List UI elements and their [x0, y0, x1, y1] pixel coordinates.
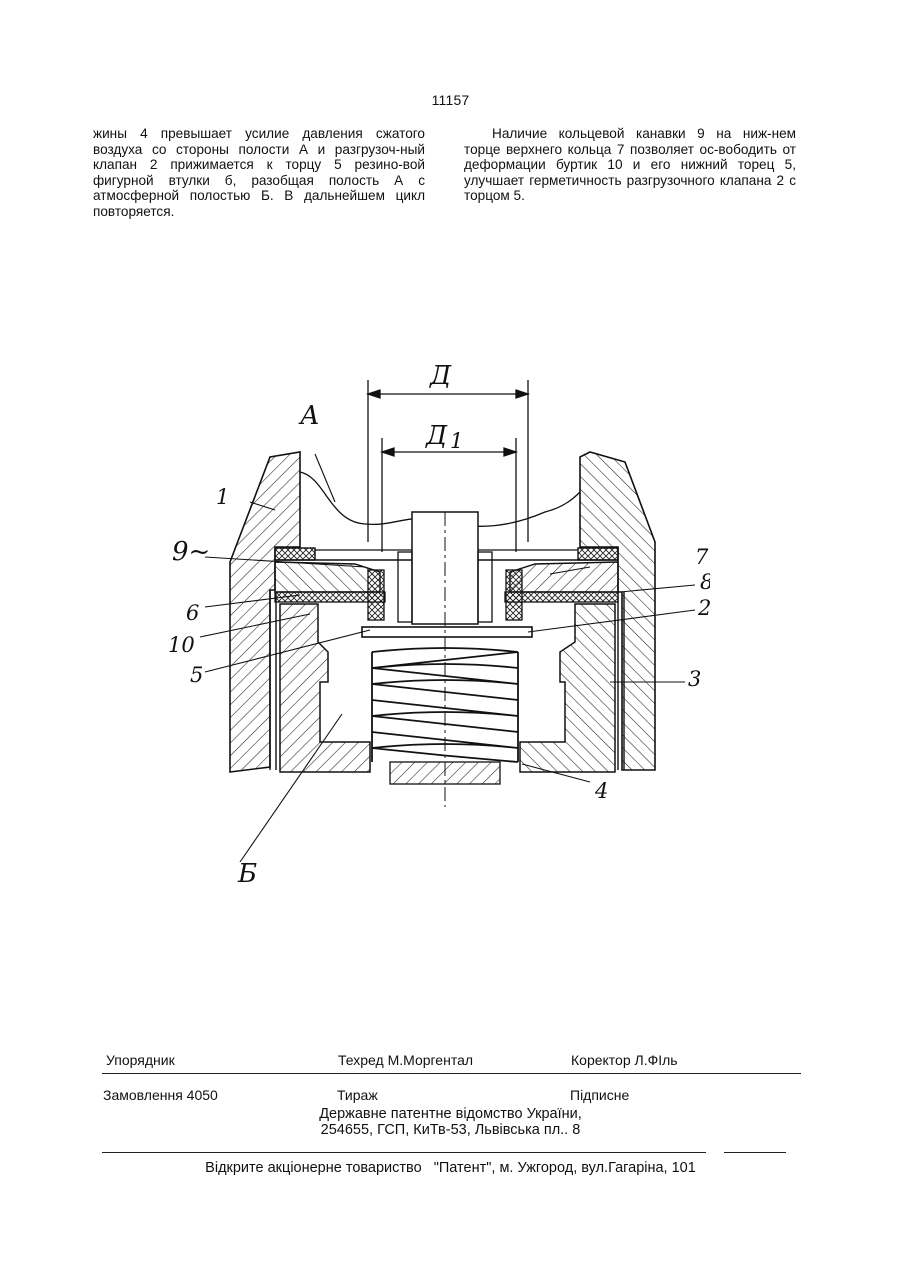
- office-line-2: 254655, ГСП, КиТв-53, Львівська пл.. 8: [0, 1122, 901, 1138]
- imprint-techred: Техред М.Моргентал: [338, 1052, 473, 1068]
- label-d1-subscript: 1: [450, 429, 463, 453]
- label-part-6: 6: [186, 601, 199, 625]
- imprint-subscription: Підписне: [570, 1087, 629, 1103]
- text-column-left: жины 4 превышает усилие давления сжатого…: [93, 126, 425, 220]
- ring-top-right: [578, 548, 618, 560]
- label-part-7: 7: [695, 545, 709, 569]
- technical-drawing: Д Д 1: [150, 352, 710, 892]
- valve-cross-section: Д Д 1: [150, 352, 710, 892]
- imprint-compiler: Упорядник: [106, 1052, 175, 1068]
- paragraph-left: жины 4 превышает усилие давления сжатого…: [93, 126, 425, 220]
- rule-bottom-right: [724, 1152, 786, 1153]
- label-cavity-b: Б: [237, 859, 257, 889]
- body-right: [520, 604, 615, 772]
- page-number: 11157: [0, 92, 901, 108]
- label-cavity-a: А: [298, 401, 320, 431]
- label-d: Д: [429, 361, 452, 391]
- imprint-corrector: Коректор Л.ФІль: [571, 1052, 678, 1068]
- label-part-4: 4: [594, 779, 608, 803]
- label-part-1: 1: [216, 485, 229, 509]
- ring-top-left: [275, 548, 315, 560]
- label-part-3: 3: [688, 667, 701, 691]
- text-column-right: Наличие кольцевой канавки 9 на ниж-нем т…: [464, 126, 796, 204]
- imprint-circulation: Тираж: [337, 1087, 378, 1103]
- imprint-order: Замовлення 4050: [103, 1087, 218, 1103]
- office-line-1: Державне патентне відомство України,: [0, 1106, 901, 1122]
- label-part-2: 2: [697, 596, 710, 620]
- rule-bottom-left: [102, 1152, 706, 1153]
- upper-ring-right: [510, 562, 618, 592]
- label-part-8: 8: [700, 570, 710, 594]
- label-part-10: 10: [168, 633, 195, 657]
- publisher-line: Відкрите акціонерне товариство "Патент",…: [0, 1160, 901, 1176]
- label-part-5: 5: [190, 663, 203, 687]
- paragraph-right: Наличие кольцевой канавки 9 на ниж-нем т…: [464, 126, 796, 204]
- label-part-9: 9~: [172, 537, 210, 567]
- rule-top: [102, 1073, 801, 1074]
- label-d1: Д: [425, 421, 448, 451]
- body-left: [280, 604, 370, 772]
- valve-disk: [362, 627, 532, 637]
